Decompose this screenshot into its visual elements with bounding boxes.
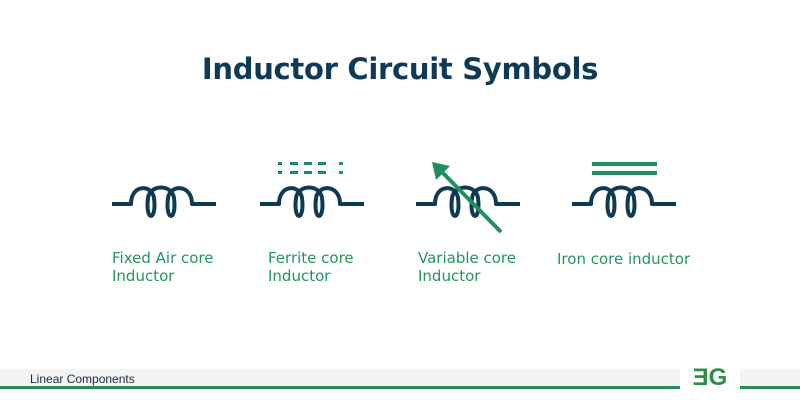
label-line: Ferrite core xyxy=(268,249,354,267)
label-line: Inductor xyxy=(268,267,331,285)
gfg-logo: ƎG xyxy=(680,362,740,396)
iron-core-inductor-symbol xyxy=(570,185,678,218)
page-title: Inductor Circuit Symbols xyxy=(201,52,599,86)
variable-arrow-icon xyxy=(432,162,503,234)
iron-core-lines xyxy=(592,162,657,175)
footer-divider xyxy=(0,386,800,389)
ferrite-core-dashes xyxy=(278,162,343,174)
label-line: Variable core xyxy=(418,249,516,267)
fixed-air-core-inductor-symbol xyxy=(110,185,218,218)
footer-label: Linear Components xyxy=(30,372,135,386)
label-line: Iron core inductor xyxy=(557,250,691,268)
footer-bar xyxy=(0,369,800,386)
label-line: Fixed Air core xyxy=(112,249,214,267)
label-line: Inductor xyxy=(418,267,481,285)
gfg-logo-icon: ƎG xyxy=(692,364,728,391)
label-line: Inductor xyxy=(112,267,175,285)
ferrite-core-inductor-symbol xyxy=(258,185,366,218)
variable-core-inductor-symbol xyxy=(414,185,522,218)
iron-core-label: Iron core inductor xyxy=(557,250,690,268)
